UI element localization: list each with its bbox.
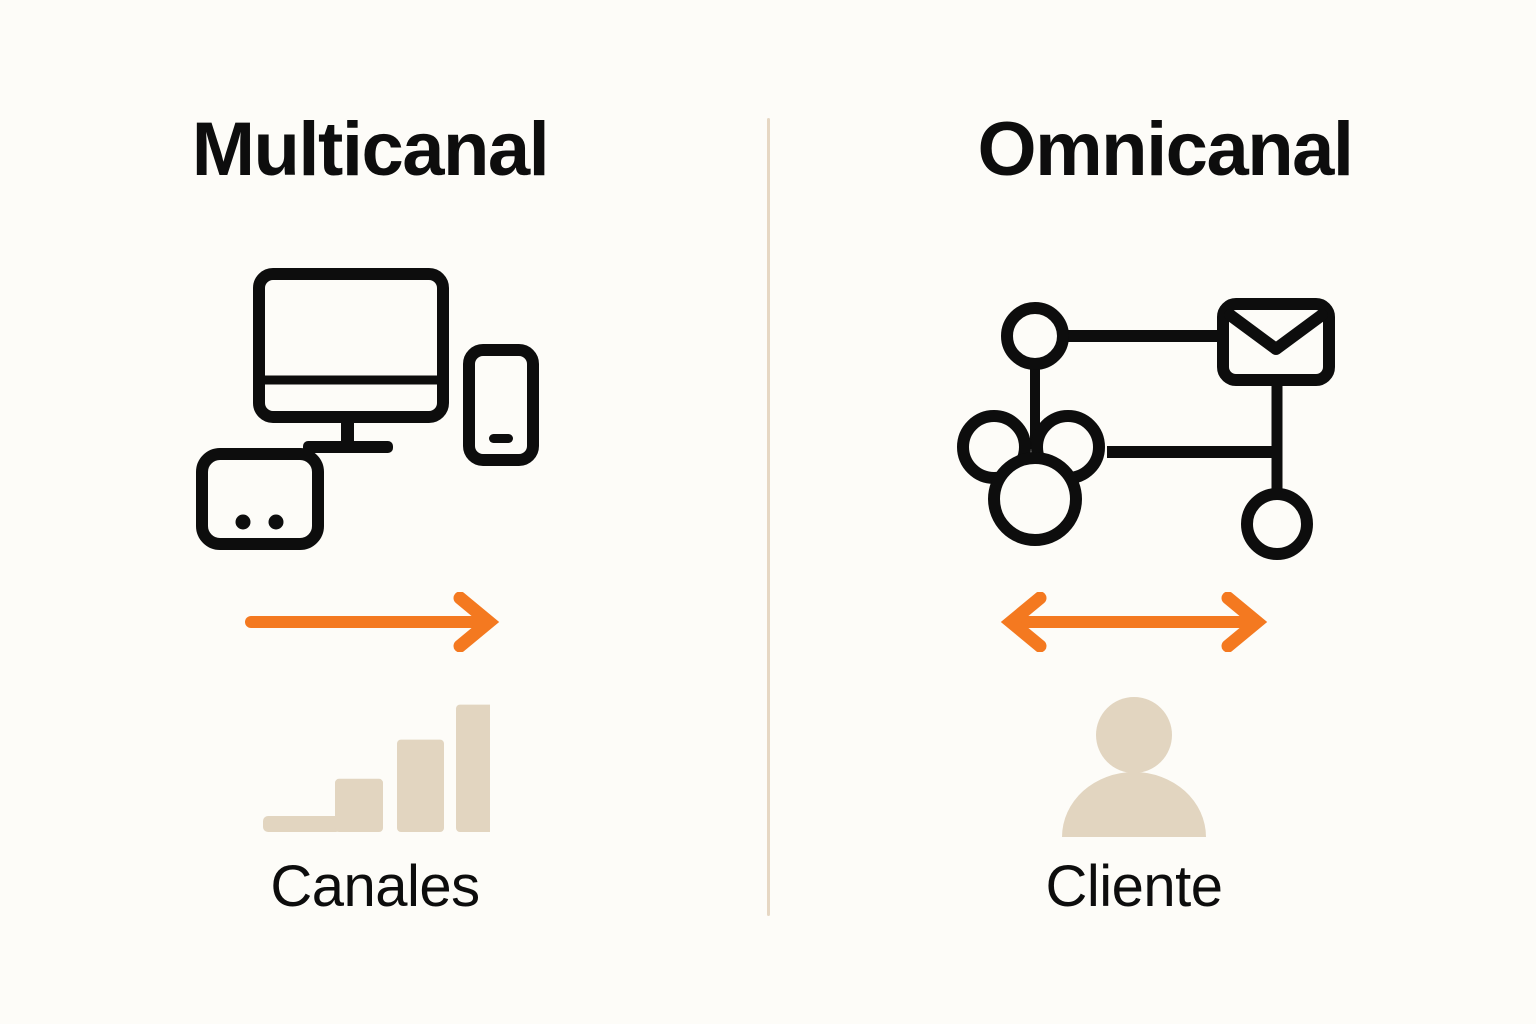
node-circle-icon [1001,302,1069,370]
panel-multicanal: Multicanal [0,112,759,916]
person-icon [1062,697,1206,837]
one-way-arrow-icon [245,592,500,652]
multicanal-caption-row: Canales [0,858,759,916]
two-way-arrow-icon [1000,592,1268,652]
omnicanal-network-group [763,284,1531,574]
multicanal-devices-group [0,262,750,562]
caption-canales: Canales [270,854,480,919]
multicanal-title-row: Multicanal [0,112,754,188]
bar-chart-icon [263,704,490,832]
page-title-multicanal: Multicanal [191,107,550,192]
omnicanal-title-row: Omnicanal [781,112,1536,188]
omnicanal-caption-row: Cliente [750,858,1518,916]
cluster-circles-icon [957,410,1105,546]
envelope-icon [1217,298,1335,386]
panel-omnicanal: Omnicanal [768,0,1536,1024]
monitor-icon [253,268,449,453]
node-circle-icon [1241,488,1313,560]
caption-cliente: Cliente [1045,854,1223,919]
tablet-icon [196,448,324,550]
panel-divider [767,118,770,916]
network-illustration [957,298,1335,560]
page-title-omnicanal: Omnicanal [977,107,1354,192]
multicanal-arrow-group [0,592,759,652]
omnicanal-stat-group [750,692,1518,837]
omnicanal-arrow-group [750,592,1518,652]
smartphone-icon [463,344,539,466]
multicanal-stat-group [0,692,759,832]
devices-illustration [196,268,539,550]
